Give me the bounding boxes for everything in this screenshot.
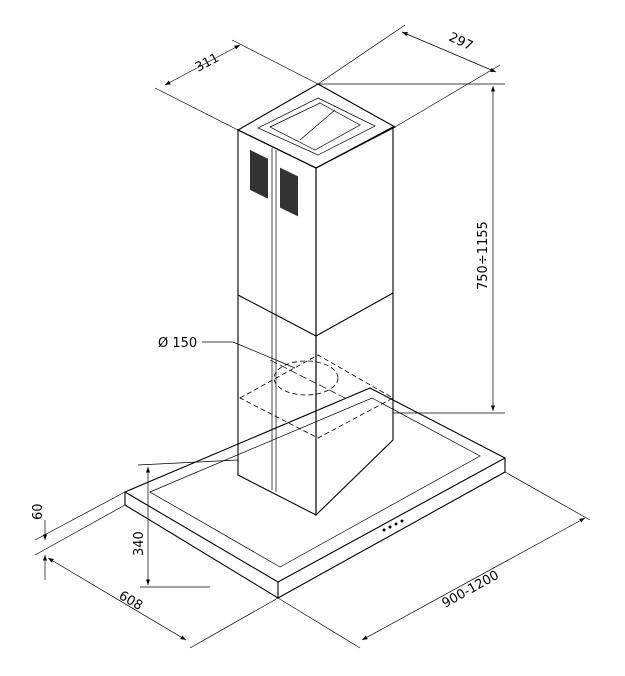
label-chimney-depth: 311 xyxy=(193,51,222,76)
chimney xyxy=(236,83,397,517)
duct-outline xyxy=(202,341,394,439)
canopy xyxy=(123,387,507,599)
dimension-lines xyxy=(34,24,591,649)
label-canopy-height: 340 xyxy=(132,531,147,556)
label-duct-diameter: Ø 150 xyxy=(158,336,197,351)
label-chimney-width: 297 xyxy=(446,30,475,54)
label-canopy-width: 900-1200 xyxy=(440,568,502,611)
vent-grille-left xyxy=(250,149,298,217)
label-canopy-depth: 608 xyxy=(116,588,145,613)
label-canopy-thickness: 60 xyxy=(31,503,46,520)
label-chimney-height: 750÷1155 xyxy=(476,221,491,290)
